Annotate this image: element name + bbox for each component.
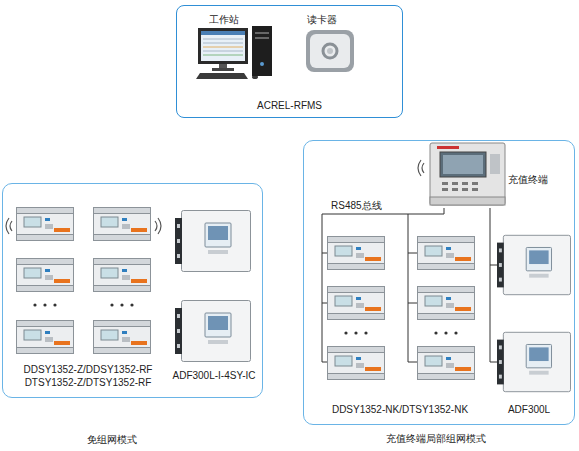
meter: [418, 287, 475, 320]
adf-meter-group: ADF300L-I-4SY-IC: [170, 202, 258, 386]
system-panel: 工作站 读卡器 ACREL-RFMS: [176, 5, 403, 118]
node-label: DDSY1352-NK/DTSY1352-NK: [315, 403, 485, 416]
meter: [418, 237, 475, 270]
meter: [328, 287, 385, 320]
node-label: 读卡器: [307, 13, 337, 26]
recharge-terminal-icon: [430, 143, 505, 205]
meter: [17, 259, 74, 292]
adf-meter-group: [497, 235, 571, 391]
mode-caption: 免组网模式: [2, 433, 222, 446]
mode-panel: DDSY1352-Z/DDSY1352-RF DTSY1352-Z/DTSY13…: [2, 183, 263, 447]
recharge-terminal: 充值终端: [426, 142, 560, 208]
meter: [17, 321, 74, 354]
adf-meter: [175, 301, 251, 362]
meter: [418, 347, 475, 380]
node-label: ACREL-RFMS: [177, 99, 402, 112]
adf-meter: [497, 235, 571, 294]
node-label: 充值终端: [508, 173, 548, 186]
meter: [17, 208, 74, 241]
node-label: DDSY1352-Z/DDSY1352-RF DTSY1352-Z/DTSY13…: [8, 363, 168, 389]
meter-group: DDSY1352-NK/DTSY1352-NK: [315, 228, 485, 420]
card-reader: 读卡器: [299, 11, 361, 77]
meter-group: [17, 208, 151, 354]
node-label: 工作站: [209, 13, 239, 26]
node-label: ADF300L-I-4SY-IC: [170, 369, 258, 382]
meter: [94, 259, 151, 292]
meter-group: [328, 237, 475, 380]
workstation: 工作站: [193, 11, 279, 81]
meter: [94, 321, 151, 354]
adf-meter-group: ADF300L: [486, 228, 572, 420]
card-reader-icon: [306, 30, 354, 72]
adf-meter: [175, 211, 251, 272]
mode-caption: 充值终端局部组网模式: [336, 432, 536, 445]
mode-panel: 充值终端 DDSY1352-NK/DTSY1352-NKADF300L 充值终端局部…: [303, 140, 575, 446]
workstation-icon: [196, 26, 272, 79]
bus-label: RS485总线: [329, 200, 384, 212]
node-label: ADF300L: [486, 403, 572, 416]
adf-meter: [497, 332, 571, 391]
adf-meter-group: [175, 211, 251, 362]
meter: [328, 237, 385, 270]
meter: [328, 347, 385, 380]
bus-wire: [322, 214, 497, 362]
bus-line: [490, 208, 491, 228]
meter-group: DDSY1352-Z/DDSY1352-RF DTSY1352-Z/DTSY13…: [8, 200, 168, 392]
meter: [94, 208, 151, 241]
